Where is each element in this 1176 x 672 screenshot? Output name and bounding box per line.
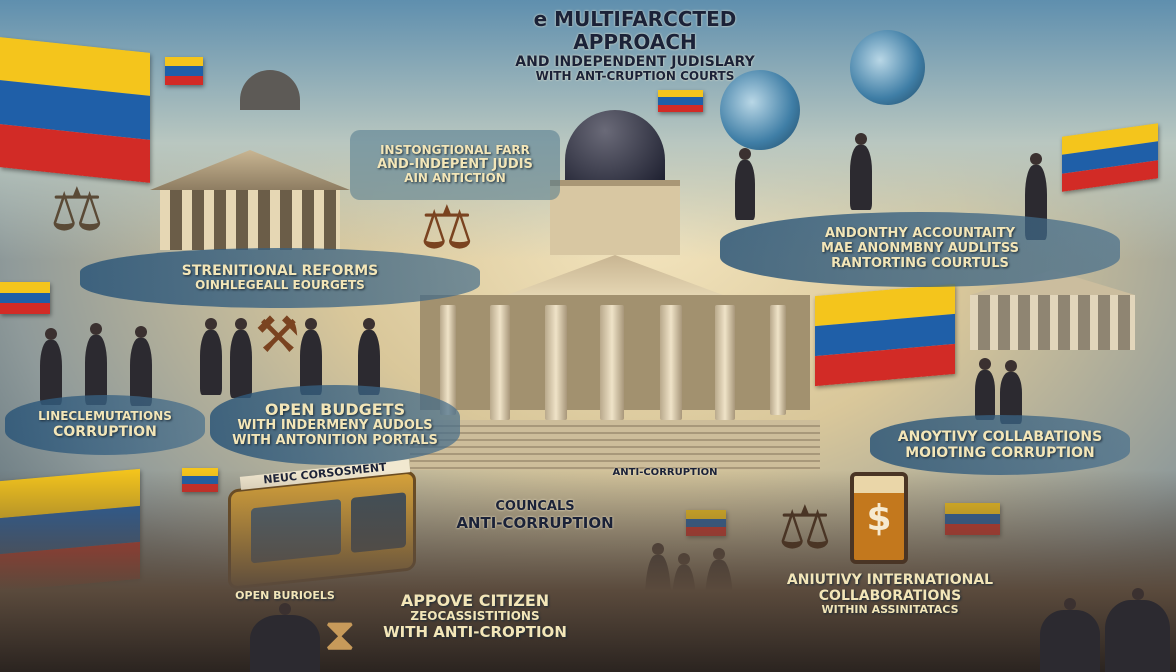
person: [250, 603, 320, 672]
person: [975, 358, 995, 420]
venezuela-flag-icon: [658, 90, 703, 112]
person: [130, 326, 152, 406]
scales-of-justice-icon: ⚖: [420, 193, 474, 263]
person: [40, 328, 62, 405]
person: [200, 318, 222, 395]
international-label: ANIUTIVY INTERNATIONAL COLLABORATIONS WI…: [786, 572, 994, 617]
banner-reforms: STRENITIONAL REFORMS OINHLEGEALL EOURGET…: [80, 248, 480, 308]
person: [85, 323, 107, 405]
banner-open-budgets: OPEN BUDGETS WITH INDERMENY AUDOLS WITH …: [210, 385, 460, 465]
person: [230, 318, 252, 398]
councils-label: COUNCALS ANTI-CORRUPTION: [456, 499, 614, 532]
globe-icon: [850, 30, 925, 105]
globe-icon: [720, 70, 800, 150]
person: [1040, 598, 1100, 672]
venezuela-flag-icon: [815, 283, 955, 387]
capitol-building: [150, 70, 350, 250]
crowd: [0, 470, 1176, 672]
banner-institutional: INSTONGTIONAL FARR AND-INDEPENT JUDIS AI…: [350, 130, 560, 200]
venezuela-flag-icon: [0, 282, 50, 315]
banner-corruption: LINECLEMUTATIONS CORRUPTION: [5, 395, 205, 455]
person: [358, 318, 380, 395]
dollar-hourglass-icon: $: [850, 472, 908, 564]
person: [850, 133, 872, 210]
scales-of-justice-icon: ⚖: [50, 175, 104, 245]
person: [300, 318, 322, 395]
building: [970, 270, 1135, 350]
hourglass-icon: ⧗: [324, 608, 356, 661]
open-budgets-small-label: OPEN BURIOELS: [235, 589, 335, 602]
anti-corruption-sign: ANTI-CORRUPTION: [612, 467, 718, 478]
scales-of-justice-icon: ⚖: [778, 493, 832, 563]
person: [1000, 360, 1022, 424]
citizen-label: APPOVE CITIZEN ZEOCASSISTITIONS WITH ANT…: [383, 591, 567, 642]
venezuela-flag-icon: [0, 37, 150, 183]
venezuela-flag-icon: [165, 57, 203, 85]
banner-accountability: ANDONTHY ACCOUNTAITY MAE ANONMBNY AUDLIT…: [720, 212, 1120, 287]
person: [735, 148, 755, 220]
person: [1105, 588, 1170, 672]
capitol-building: [410, 80, 820, 470]
main-title: e MULTIFARCCTED APPROACH AND INDEPENDENT…: [515, 7, 755, 84]
gavel-icon: ⚒: [255, 306, 300, 364]
banner-collaborations: ANOYTIVY COLLABATIONS MOIOTING CORRUPTIO…: [870, 415, 1130, 475]
